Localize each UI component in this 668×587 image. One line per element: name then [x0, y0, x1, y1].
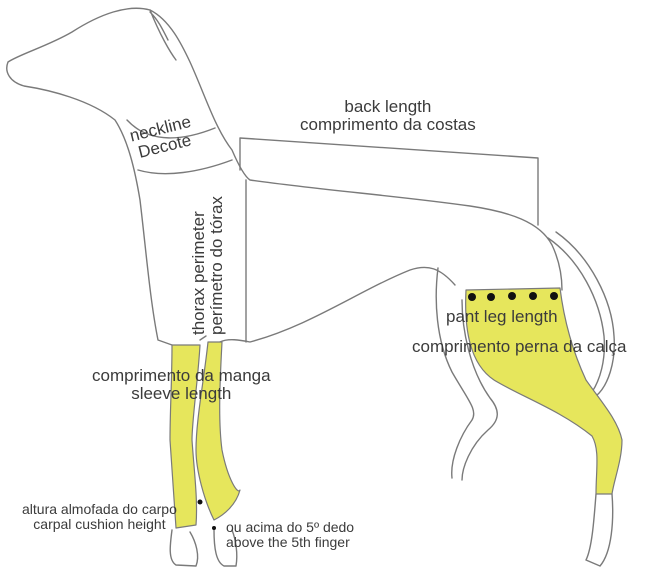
- sleeve-pt: comprimento da manga: [92, 366, 271, 385]
- hind-foot-outline: [585, 493, 614, 567]
- pant-leg-area: [465, 287, 623, 495]
- front-foot-outline: [169, 529, 238, 567]
- hind-leg-back-outline: [435, 267, 498, 481]
- back-length-label: back length comprimento da costas: [300, 98, 476, 134]
- thorax-en: thorax perimeter: [189, 211, 208, 335]
- neckline-line: [126, 119, 233, 175]
- pant-leg-en: pant leg length: [446, 307, 558, 326]
- sleeve-en: sleeve length: [131, 383, 232, 403]
- finger-en: above the 5th finger: [226, 533, 350, 550]
- pant-leg-dot: [508, 292, 516, 300]
- front-leg-back-outline: [199, 335, 207, 341]
- pant-leg-dot: [468, 293, 476, 301]
- pant-leg-dot: [529, 292, 537, 300]
- back-length-en: back length: [344, 97, 432, 116]
- sleeve-label: comprimento da manga sleeve length: [92, 367, 271, 403]
- pant-leg-dot: [487, 293, 495, 301]
- dog-tail-outline: [547, 231, 616, 397]
- carpal-dot: [197, 499, 203, 505]
- carpal-en: carpal cushion height: [33, 515, 166, 532]
- pant-leg-pt: comprimento perna da calça: [412, 337, 627, 356]
- back-length-bracket: [239, 137, 539, 226]
- thorax-pt: perímetro do tórax: [206, 196, 226, 335]
- thorax-label: thorax perimeter perímetro do tórax: [189, 196, 226, 335]
- finger-pt: ou acima do 5º dedo: [226, 519, 355, 535]
- dog-ear-outline: [149, 9, 177, 61]
- pant-leg-dot: [550, 292, 558, 300]
- finger-dot: [212, 526, 216, 530]
- finger-label: ou acima do 5º dedo above the 5th finger: [226, 520, 354, 549]
- back-length-pt: comprimento da costas: [300, 114, 476, 134]
- sleeve-area-front: [169, 344, 201, 529]
- carpal-label: altura almofada do carpo carpal cushion …: [22, 502, 177, 531]
- carpal-pt: altura almofada do carpo: [22, 501, 177, 517]
- dog-body-outline: [6, 7, 563, 346]
- sleeve-area-rear: [195, 341, 241, 521]
